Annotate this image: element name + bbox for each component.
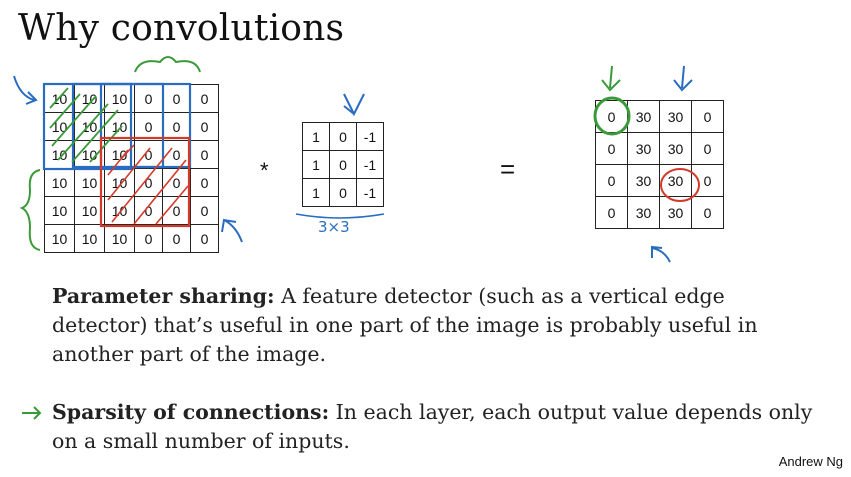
input-matrix-cell: 10 (74, 196, 105, 225)
input-matrix-cell: 0 (190, 140, 219, 169)
input-matrix-cell: 10 (104, 168, 135, 197)
curved-arrow-left-icon (13, 75, 38, 105)
output-matrix-cell: 0 (595, 164, 628, 197)
filter-matrix-cell: 1 (302, 150, 330, 179)
input-matrix-cell: 10 (104, 112, 135, 141)
equals-sign: = (500, 154, 516, 184)
convolution-operator: * (260, 158, 269, 183)
input-matrix-cell: 0 (134, 224, 163, 253)
output-matrix-cell: 0 (595, 132, 628, 165)
input-matrix-cell: 0 (190, 84, 219, 113)
input-matrix-cell: 0 (162, 196, 191, 225)
filter-matrix-cell: 1 (302, 122, 330, 151)
input-matrix-cell: 0 (134, 84, 163, 113)
output-matrix-cell: 30 (627, 132, 660, 165)
brace-top-icon (134, 56, 201, 73)
filter-matrix-cell: 0 (329, 178, 357, 207)
input-matrix-cell: 10 (44, 168, 75, 197)
parameter-sharing-text: A feature detector (such as a vertical e… (52, 284, 758, 366)
filter-matrix-cell: -1 (356, 150, 384, 179)
filter-size-caption: 3×3 (318, 218, 350, 236)
input-matrix-cell: 10 (44, 224, 75, 253)
input-matrix-cell: 0 (190, 112, 219, 141)
filter-matrix-cell: -1 (356, 178, 384, 207)
input-matrix-cell: 10 (44, 112, 75, 141)
input-matrix-cell: 10 (74, 112, 105, 141)
input-matrix-cell: 10 (104, 140, 135, 169)
output-matrix-cell: 0 (691, 164, 724, 197)
filter-matrix-cell: 0 (329, 122, 357, 151)
brace-left-icon (19, 169, 41, 251)
input-matrix-cell: 0 (134, 140, 163, 169)
input-matrix-cell: 10 (74, 140, 105, 169)
input-matrix-cell: 10 (44, 196, 75, 225)
sparsity-text: In each layer, each output value depends… (52, 400, 813, 453)
curved-arrow-output-icon (651, 245, 671, 263)
input-matrix-cell: 10 (104, 196, 135, 225)
input-matrix-cell: 10 (104, 224, 135, 253)
parameter-sharing-heading: Parameter sharing: (52, 284, 275, 308)
input-matrix-cell: 10 (44, 84, 75, 113)
output-matrix-cell: 0 (595, 100, 628, 133)
input-matrix-cell: 0 (190, 168, 219, 197)
input-matrix-cell: 10 (74, 224, 105, 253)
input-matrix-cell: 0 (190, 196, 219, 225)
input-matrix-cell: 0 (134, 112, 163, 141)
parameter-sharing-paragraph: Parameter sharing: A feature detector (s… (52, 282, 812, 369)
input-matrix-cell: 10 (74, 168, 105, 197)
curved-arrow-input-icon (221, 218, 243, 243)
sparsity-heading: Sparsity of connections: (52, 400, 330, 424)
output-matrix-cell: 0 (691, 132, 724, 165)
down-arrow-output-green-icon (601, 65, 621, 92)
caption-underline (295, 213, 385, 219)
input-matrix-cell: 10 (104, 84, 135, 113)
input-matrix-cell: 0 (134, 196, 163, 225)
output-matrix-cell: 30 (627, 164, 660, 197)
output-matrix-cell: 30 (627, 196, 660, 229)
output-matrix-cell: 30 (659, 196, 692, 229)
input-matrix-cell: 0 (162, 168, 191, 197)
filter-matrix-cell: -1 (356, 122, 384, 151)
input-matrix-cell: 0 (190, 224, 219, 253)
sparsity-paragraph: Sparsity of connections: In each layer, … (52, 398, 822, 456)
filter-matrix-cell: 1 (302, 178, 330, 207)
author-credit: Andrew Ng (778, 454, 843, 469)
down-arrow-output-blue-icon (673, 65, 693, 92)
down-arrow-filter-icon (343, 93, 365, 117)
slide-title: Why convolutions (18, 8, 345, 49)
input-matrix-cell: 10 (74, 84, 105, 113)
input-matrix-cell: 10 (44, 140, 75, 169)
output-matrix-cell: 30 (659, 164, 692, 197)
arrow-sparsity-icon (22, 406, 42, 420)
filter-matrix-cell: 0 (329, 150, 357, 179)
output-matrix-cell: 30 (659, 100, 692, 133)
input-matrix-cell: 0 (162, 140, 191, 169)
output-matrix-cell: 30 (627, 100, 660, 133)
output-matrix-cell: 0 (691, 100, 724, 133)
input-matrix-cell: 0 (162, 112, 191, 141)
output-matrix-cell: 0 (595, 196, 628, 229)
output-matrix-cell: 0 (691, 196, 724, 229)
output-matrix-cell: 30 (659, 132, 692, 165)
input-matrix-cell: 0 (134, 168, 163, 197)
input-matrix-cell: 0 (162, 224, 191, 253)
input-matrix-cell: 0 (162, 84, 191, 113)
